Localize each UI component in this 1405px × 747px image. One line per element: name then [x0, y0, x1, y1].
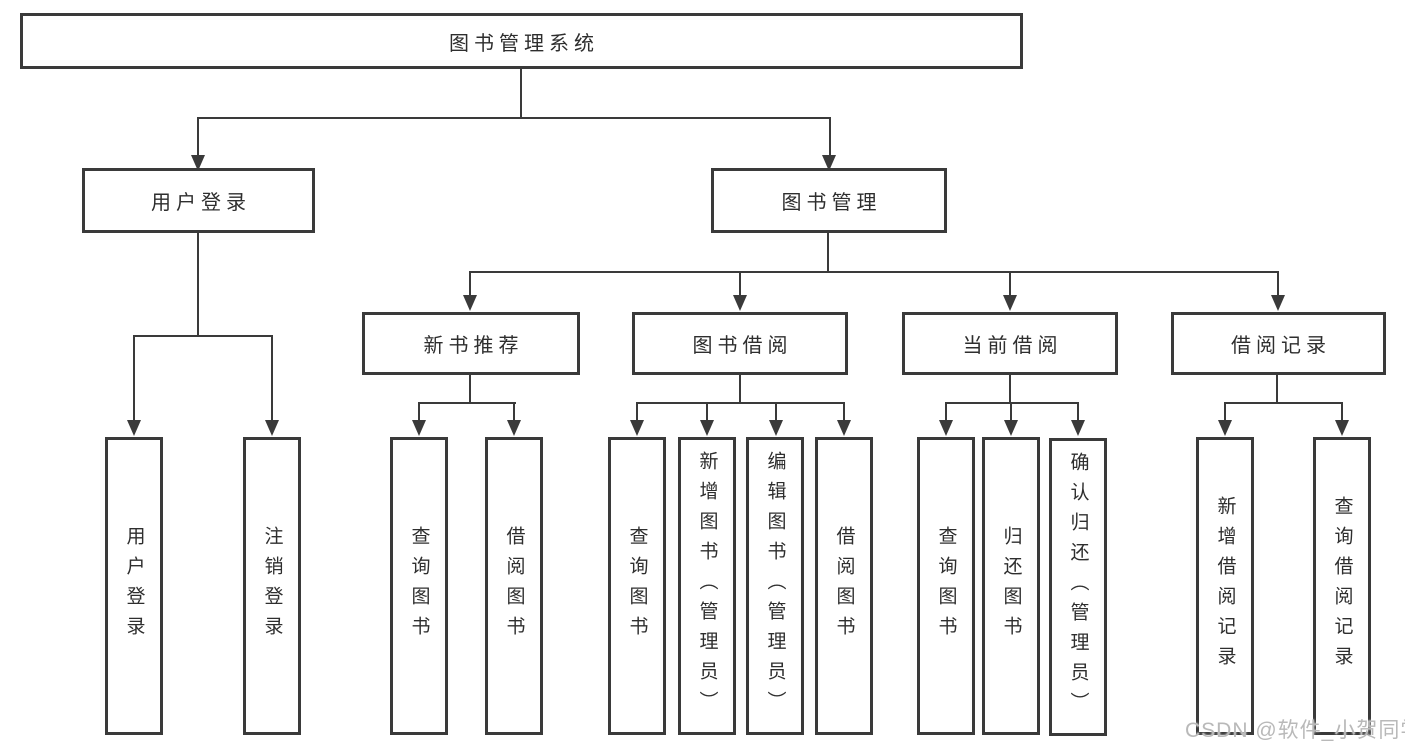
arrowhead-icon [1335, 420, 1349, 436]
arrowhead-icon [700, 420, 714, 436]
connector-cb-confirm-drop [1077, 402, 1079, 422]
node-leaf-bb-borrow-books: 借阅图书 [815, 437, 873, 735]
arrowhead-icon [1003, 295, 1017, 311]
node-root: 图书管理系统 [20, 13, 1023, 69]
node-leaf-br-query-record: 查询借阅记录 [1313, 437, 1371, 735]
connector-user-login-drop [197, 117, 199, 157]
arrowhead-icon [1218, 420, 1232, 436]
connector-bb-add-drop [706, 402, 708, 422]
connector-new-book-rail [418, 402, 516, 404]
connector-current-borrow-stem [1009, 374, 1011, 404]
connector-nb-borrow-drop [513, 402, 515, 422]
connector-bb-edit-drop [775, 402, 777, 422]
node-leaf-cb-return-books: 归还图书 [982, 437, 1040, 735]
arrowhead-icon [733, 295, 747, 311]
connector-nb-query-drop [418, 402, 420, 422]
connector-cb-query-drop [945, 402, 947, 422]
node-leaf-bb-add-books-admin: 新增图书（管理员） [678, 437, 736, 735]
connector-current-borrow-drop [1009, 271, 1011, 297]
arrowhead-icon [191, 155, 205, 171]
connector-bb-borrow-drop [843, 402, 845, 422]
connector-borrow-record-drop [1277, 271, 1279, 297]
connector-book-mgmt-stem [827, 232, 829, 273]
arrowhead-icon [939, 420, 953, 436]
node-leaf-bb-query-books: 查询图书 [608, 437, 666, 735]
node-new-book: 新书推荐 [362, 312, 580, 375]
arrowhead-icon [630, 420, 644, 436]
node-leaf-nb-query-books: 查询图书 [390, 437, 448, 735]
connector-new-book-drop [469, 271, 471, 297]
node-book-borrow: 图书借阅 [632, 312, 848, 375]
arrowhead-icon [837, 420, 851, 436]
node-leaf-br-add-record: 新增借阅记录 [1196, 437, 1254, 735]
node-leaf-cb-confirm-return-admin: 确认归还（管理员） [1049, 438, 1107, 736]
node-leaf-logout: 注销登录 [243, 437, 301, 735]
connector-level2-rail [197, 117, 831, 119]
arrowhead-icon [507, 420, 521, 436]
arrowhead-icon [127, 420, 141, 436]
node-book-mgmt: 图书管理 [711, 168, 947, 233]
connector-user-login-rail [133, 335, 273, 337]
connector-level3-rail [469, 271, 1279, 273]
arrowhead-icon [769, 420, 783, 436]
connector-book-mgmt-drop [829, 117, 831, 157]
connector-current-borrow-rail [945, 402, 1079, 404]
node-borrow-record: 借阅记录 [1171, 312, 1386, 375]
node-user-login: 用户登录 [82, 168, 315, 233]
node-current-borrow: 当前借阅 [902, 312, 1118, 375]
connector-br-query-drop [1341, 402, 1343, 422]
connector-book-borrow-drop [739, 271, 741, 297]
connector-book-borrow-rail [636, 402, 845, 404]
node-leaf-user-login: 用户登录 [105, 437, 163, 735]
connector-new-book-stem [469, 373, 471, 404]
connector-login-drop [133, 335, 135, 421]
node-leaf-cb-query-books: 查询图书 [917, 437, 975, 735]
csdn-watermark: CSDN @软件_小贺同学 [1185, 719, 1405, 742]
arrowhead-icon [822, 155, 836, 171]
arrowhead-icon [1271, 295, 1285, 311]
connector-logout-drop [271, 335, 273, 421]
connector-root-stem [520, 67, 522, 118]
arrowhead-icon [1071, 420, 1085, 436]
connector-book-borrow-stem [739, 374, 741, 404]
arrowhead-icon [463, 295, 477, 311]
node-leaf-bb-edit-books-admin: 编辑图书（管理员） [746, 437, 804, 735]
arrowhead-icon [265, 420, 279, 436]
connector-user-login-stem [197, 232, 199, 336]
arrowhead-icon [1004, 420, 1018, 436]
node-leaf-nb-borrow-books: 借阅图书 [485, 437, 543, 735]
connector-cb-return-drop [1010, 402, 1012, 422]
connector-br-add-drop [1224, 402, 1226, 422]
connector-borrow-record-stem [1276, 374, 1278, 404]
arrowhead-icon [412, 420, 426, 436]
connector-bb-query-drop [636, 402, 638, 422]
connector-borrow-record-rail [1224, 402, 1343, 404]
